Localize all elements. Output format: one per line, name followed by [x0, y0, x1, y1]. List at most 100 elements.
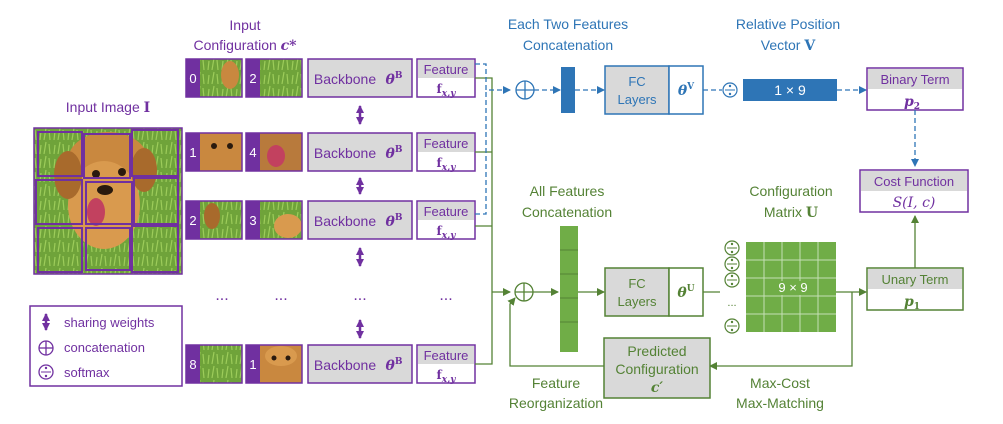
patch-image-b	[260, 59, 302, 97]
idx-box-b	[246, 133, 260, 171]
svg-text:9 × 9: 9 × 9	[778, 280, 807, 295]
svg-text:...: ...	[439, 287, 452, 304]
rel-pos-line1: Relative Position	[736, 16, 840, 32]
each-two-line2: Concatenation	[523, 37, 613, 53]
idx-label-b: 2	[249, 71, 256, 86]
config-matrix-line2: Matrix U	[764, 204, 818, 221]
bottom-concat-op	[514, 282, 534, 302]
row-4: 8 1 Backbone θB Feature fx,y	[185, 344, 476, 385]
feature-reorg-line1: Feature	[532, 375, 580, 391]
rel-pos-line2: Vector V	[761, 37, 817, 54]
idx-box-a	[186, 345, 200, 383]
svg-text:...: ...	[274, 287, 287, 304]
input-config-line1: Input	[229, 17, 260, 33]
predicted-configuration: Predicted Configuration c′	[603, 337, 711, 399]
svg-text:S(I, c): S(I, c)	[893, 195, 936, 211]
svg-text:Unary Term: Unary Term	[882, 272, 949, 287]
svg-text:Feature: Feature	[424, 136, 469, 151]
svg-text:θB: θB	[386, 357, 403, 374]
idx-label-a: 2	[189, 213, 196, 228]
fc-layers-v: FC Layers θV	[604, 65, 704, 115]
svg-text:Backbone: Backbone	[314, 357, 376, 373]
svg-text:Configuration: Configuration	[615, 361, 698, 377]
patch-image-a	[200, 133, 242, 171]
svg-text:Backbone: Backbone	[314, 213, 376, 229]
svg-text:FC: FC	[628, 276, 645, 291]
svg-text:FC: FC	[628, 74, 645, 89]
input-image	[33, 127, 183, 275]
idx-box-b	[246, 59, 260, 97]
all-feat-line2: Concatenation	[522, 204, 612, 220]
svg-text:Predicted: Predicted	[627, 343, 686, 359]
softmax-v-icon	[722, 82, 738, 98]
svg-text:...: ...	[215, 287, 228, 304]
concatenation-icon	[38, 340, 54, 356]
each-two-line1: Each Two Features	[508, 16, 628, 32]
backbone-box	[307, 58, 413, 98]
svg-text:softmax: softmax	[64, 365, 110, 380]
unary-term: Unary Term p1	[866, 267, 964, 312]
svg-text:...: ...	[727, 297, 736, 309]
feature-connectors	[475, 63, 511, 365]
softmax-u-icon	[724, 318, 740, 334]
svg-text:1 × 9: 1 × 9	[774, 82, 806, 98]
all-feat-line1: All Features	[530, 183, 605, 199]
svg-text:Feature: Feature	[424, 204, 469, 219]
svg-text:Feature: Feature	[424, 348, 469, 363]
svg-text:...: ...	[353, 287, 366, 304]
legend: sharing weights concatenation softmax	[29, 305, 183, 387]
row-3: 2 3 Backbone θB Feature fx,y	[185, 200, 476, 241]
svg-text:sharing weights: sharing weights	[64, 315, 155, 330]
svg-text:Layers: Layers	[617, 92, 657, 107]
idx-box-a	[186, 59, 200, 97]
svg-text:Binary Term: Binary Term	[880, 72, 949, 87]
backbone-box	[307, 344, 413, 384]
bottom-concat-bar	[560, 226, 578, 352]
top-concat-op	[515, 80, 535, 100]
input-image-label: Input Image I	[66, 99, 150, 116]
rel-pos-bar	[743, 79, 837, 101]
feature-reorg-line2: Reorganization	[509, 395, 603, 411]
cost-function: Cost Function S(I, c)	[859, 169, 969, 213]
svg-text:θU: θU	[677, 284, 694, 301]
backbone-box	[307, 132, 413, 172]
idx-label-a: 1	[189, 145, 196, 160]
row-2: 1 4 Backbone θB Feature fx,y	[185, 132, 476, 173]
svg-text:Backbone: Backbone	[314, 145, 376, 161]
patch-image-a	[200, 345, 242, 383]
softmax-icon	[38, 364, 54, 380]
idx-box-a	[186, 133, 200, 171]
svg-text:concatenation: concatenation	[64, 340, 145, 355]
svg-text:c′: c′	[651, 380, 664, 396]
config-matrix-line1: Configuration	[749, 183, 832, 199]
input-config-line2: Configuration c*	[193, 37, 297, 54]
idx-label-a: 8	[189, 357, 196, 372]
softmax-u-icon	[724, 256, 740, 272]
idx-label-b: 3	[249, 213, 256, 228]
softmax-u-icon	[724, 240, 740, 256]
backbone-box	[307, 200, 413, 240]
svg-text:θB: θB	[386, 213, 403, 230]
fc-layers-u: FC Layers θU	[604, 267, 704, 317]
svg-text:θB: θB	[386, 145, 403, 162]
softmax-u-icon	[724, 272, 740, 288]
svg-text:Layers: Layers	[617, 294, 657, 309]
max-cost-line1: Max-Cost	[750, 375, 810, 391]
svg-text:θV: θV	[678, 82, 695, 99]
svg-text:Backbone: Backbone	[314, 71, 376, 87]
config-matrix: 9 × 9	[746, 242, 836, 332]
svg-text:Feature: Feature	[424, 62, 469, 77]
svg-text:Cost Function: Cost Function	[874, 174, 954, 189]
svg-text:θB: θB	[386, 71, 403, 88]
top-concat-bar	[561, 67, 575, 113]
ellipsis-row: ... ... ... ...	[215, 287, 452, 304]
idx-label-b: 1	[249, 357, 256, 372]
binary-term: Binary Term p2	[866, 67, 964, 112]
idx-box-b	[246, 201, 260, 239]
row-1: 0 2 Backbone θB Feature fx,y	[185, 58, 476, 99]
idx-box-a	[186, 201, 200, 239]
idx-box-b	[246, 345, 260, 383]
softmax-column: ...	[724, 240, 740, 334]
idx-label-b: 4	[249, 145, 256, 160]
